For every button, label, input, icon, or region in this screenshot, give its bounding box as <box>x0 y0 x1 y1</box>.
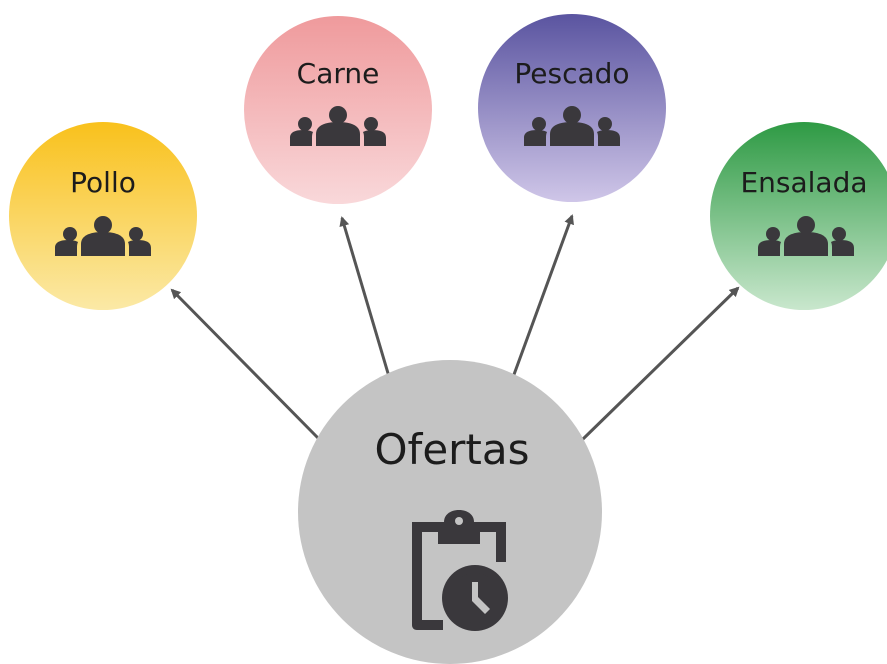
node-pescado: Pescado <box>478 14 666 202</box>
arrow-to-carne <box>339 216 392 381</box>
node-pollo: Pollo <box>9 122 197 310</box>
node-ensalada-label: Ensalada <box>740 166 867 199</box>
arrow-to-pescado <box>510 214 574 381</box>
hub-node: Ofertas <box>298 360 602 664</box>
clipboard-clock-icon <box>412 510 508 631</box>
node-carne-label: Carne <box>297 57 380 90</box>
node-pescado-label: Pescado <box>514 57 629 90</box>
arrow-to-pollo <box>170 288 320 440</box>
arrows <box>170 214 740 442</box>
node-carne: Carne <box>244 16 432 204</box>
node-ensalada: Ensalada <box>710 122 887 310</box>
node-pollo-label: Pollo <box>70 166 136 199</box>
node-ensalada-circle <box>710 122 887 310</box>
arrow-to-ensalada <box>580 286 740 442</box>
hub-circle <box>298 360 602 664</box>
hub-label: Ofertas <box>374 425 529 474</box>
